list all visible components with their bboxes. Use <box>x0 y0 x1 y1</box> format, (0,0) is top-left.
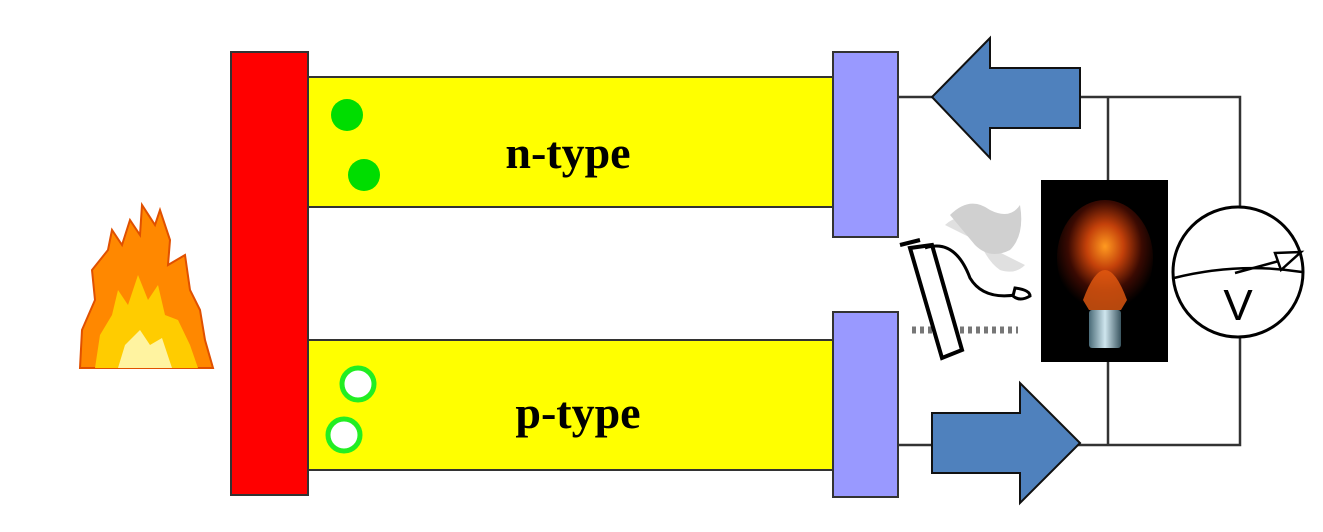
current-arrow-right <box>931 380 1082 506</box>
fire-extinguisher-icon <box>899 203 1032 361</box>
n-type-semiconductor <box>307 76 834 208</box>
p-type-label: p-type <box>515 387 640 438</box>
electron <box>331 99 363 131</box>
lightbulb-icon <box>1041 180 1168 362</box>
current-arrow-left <box>930 35 1081 161</box>
hole <box>339 365 377 403</box>
n-electrode <box>832 51 899 238</box>
voltmeter-icon: V <box>1171 205 1305 339</box>
voltmeter-label: V <box>1223 281 1253 330</box>
hot-side-plate <box>230 51 309 496</box>
p-electrode <box>832 311 899 498</box>
n-type-label: n-type <box>505 127 630 178</box>
p-type-semiconductor <box>307 339 834 471</box>
hole <box>325 416 363 454</box>
flame-icon <box>78 201 215 369</box>
electron <box>348 159 380 191</box>
